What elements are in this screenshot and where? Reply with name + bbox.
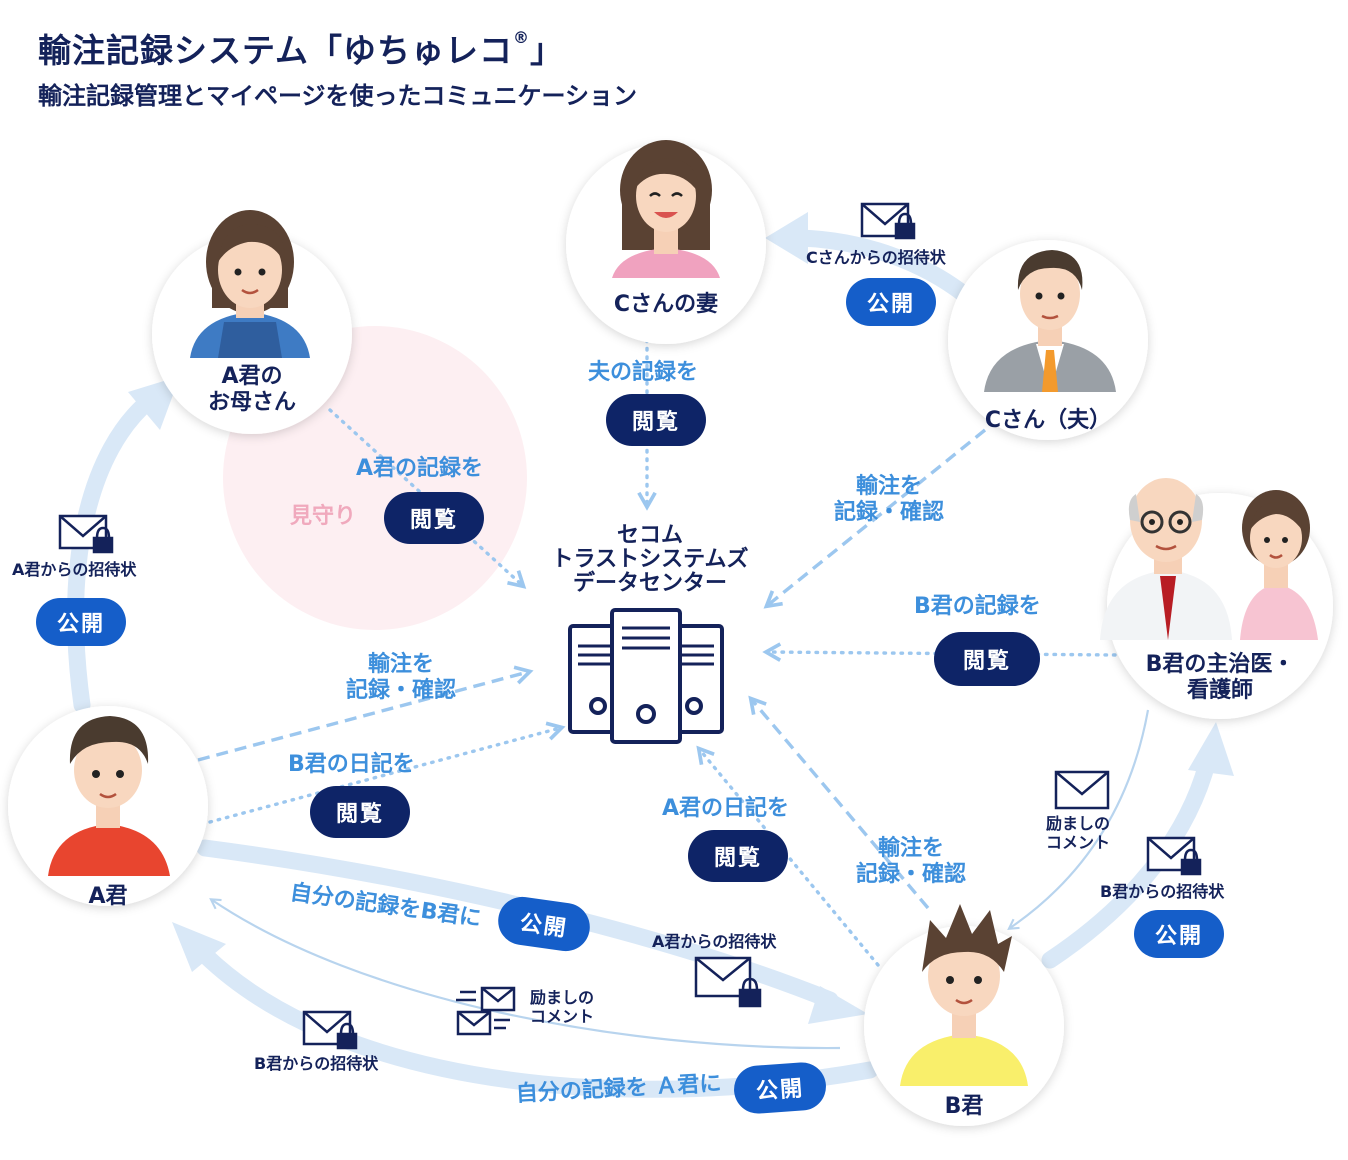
page-title: 輸注記録システム「ゆちゅレコ®」 [38,28,565,70]
arrow-b-to-a-head [172,922,226,972]
invite-a-label-bottom: A君からの招待状 [652,932,777,951]
envelope-lock-icon [58,514,114,554]
arrow-husband-to-wife [791,229,974,304]
doctor-avatar [1100,478,1232,640]
server-icon [568,608,724,744]
mimamori-label: 見守り [290,504,357,529]
arrow-comment-b-to-a [209,898,841,1050]
b-input-label: 輸注を記録・確認 [856,836,967,888]
envelope-lock-icon [860,202,916,240]
data-center-label: セコム トラストシステムズ データセンター [551,523,749,596]
wife-avatar [612,140,720,278]
nurse-avatar [1240,490,1318,640]
envelope-icon [1054,770,1110,810]
a-label: A君 [88,884,128,909]
husband-record-view-label: 夫の記録を [588,360,699,385]
arrow-husband-record [763,428,987,609]
doctor-label: B君の主治医・看護師 [1145,652,1295,704]
publish-pill-b-to-a: 公開 [732,1060,828,1116]
a-diary-view-label: A君の日記を [662,796,790,821]
invite-a-label-top: A君からの招待状 [12,560,137,579]
envelope-lock-icon [1146,836,1202,876]
access-arrows [197,338,1117,967]
husband-avatar [984,250,1116,392]
envelope-lock-icon [302,1010,358,1050]
wife-label: Cさんの妻 [613,292,719,317]
arrow-b-view-a-diary [696,745,880,967]
envelope-lock-icon [694,956,762,1008]
arrow-b-to-doctor-head [1188,722,1234,776]
arrow-a-view-b-diary [208,721,566,824]
mother-avatar [190,210,310,358]
a-input-label: 輸注を記録・確認 [346,652,457,704]
husband-input-label: 輸注を記録・確認 [834,474,945,526]
view-pill-doctor: 閲覧 [934,632,1040,686]
a-avatar [48,716,170,876]
arrow-doctor-view [762,642,1117,662]
view-pill-b: 閲覧 [688,830,788,882]
arrow-comment-doctor-to-b [1007,709,1150,930]
invite-b-label-left: B君からの招待状 [254,1054,379,1073]
b-avatar [900,904,1028,1086]
publish-pill-husband: 公開 [846,278,936,326]
arrow-b-record [748,695,930,910]
cheer-label-b: 励ましのコメント [530,988,595,1027]
invite-b-label-right: B君からの招待状 [1100,882,1225,901]
publish-pill-b-right: 公開 [1134,910,1224,958]
page-subtitle: 輸注記録管理とマイページを使ったコミュニケーション [38,82,638,110]
view-pill-a: 閲覧 [310,786,410,838]
b-record-view-label: B君の記録を [914,594,1041,619]
cheer-label-doctor: 励ましのコメント [1046,814,1111,853]
arrow-a-to-mother-head [128,376,180,430]
invite-c-label: Cさんからの招待状 [806,248,946,267]
view-pill-wife: 閲覧 [606,394,706,446]
publish-pill-a-top: 公開 [36,598,126,646]
a-record-view-label: A君の記録を [356,456,484,481]
comment-arrows [209,709,1150,1050]
envelope-icon [456,986,516,1036]
arrow-husband-to-wife-head [765,212,808,264]
view-pill-mother: 閲覧 [384,492,484,544]
arrow-a-to-b-head [808,986,868,1024]
b-label: B君 [944,1094,984,1119]
husband-label: Cさん（夫） [984,408,1112,433]
mother-label: A君のお母さん [207,364,296,416]
b-diary-view-label: B君の日記を [288,752,415,777]
